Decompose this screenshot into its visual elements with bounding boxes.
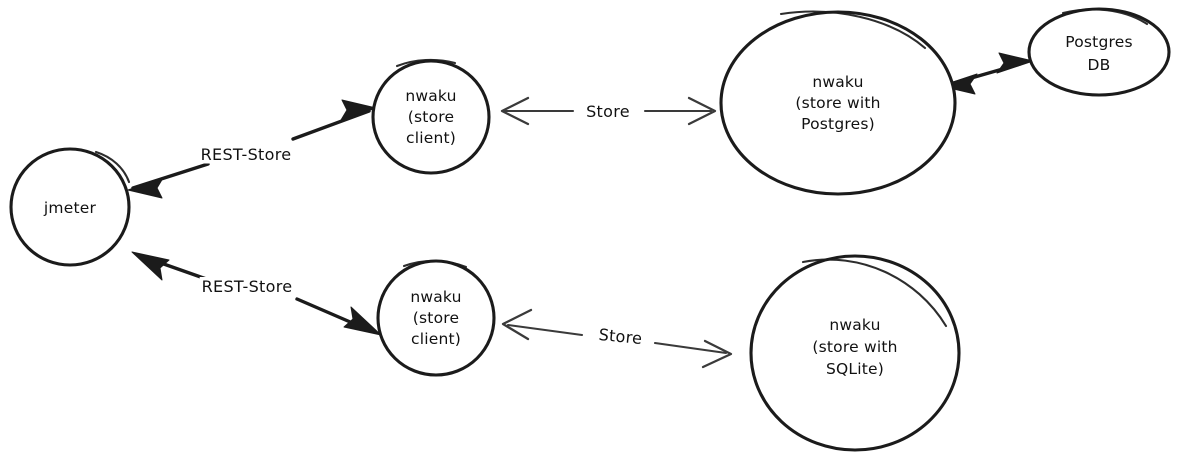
edge-rest-store-top-line-right	[291, 109, 371, 141]
node-nwaku-store-client-top[interactable]: nwaku (store client)	[371, 58, 491, 175]
arrowhead-right-solid-icon	[340, 99, 377, 121]
node-nwaku-store-sqlite-label-line-1: nwaku	[829, 316, 880, 334]
node-nwaku-store-client-bottom-sketch-stroke	[402, 259, 468, 269]
node-nwaku-store-client-bottom-label-line-1: nwaku	[410, 288, 461, 306]
arrowhead-right-open-icon	[701, 339, 733, 369]
edge-store-bottom-line-right	[653, 341, 728, 355]
edge-label-rest-store-top-halo: REST-Store	[201, 145, 292, 164]
node-nwaku-store-client-top-label-line-1: nwaku	[405, 87, 456, 105]
edge-label-rest-store-top: REST-Store	[201, 145, 292, 164]
edge-label-store-top-halo: Store	[586, 102, 630, 121]
edge-rest-store-top[interactable]: REST-Store REST-Store	[127, 99, 377, 199]
node-jmeter-label-line-1: jmeter	[43, 199, 97, 217]
arrowhead-left-open-icon	[500, 96, 530, 126]
node-nwaku-store-client-top-sketch-stroke	[395, 58, 457, 68]
node-postgres-db-label-line-2: DB	[1088, 56, 1111, 74]
arrowhead-right-solid-icon	[343, 306, 382, 336]
arrowhead-right-open-icon	[687, 96, 717, 126]
edge-label-rest-store-bottom-halo: REST-Store	[202, 277, 293, 296]
edge-store-bottom-line-left	[506, 323, 584, 337]
node-postgres-db-shape	[1027, 7, 1171, 97]
edge-store-bottom[interactable]: Store Store	[501, 308, 733, 369]
node-jmeter-shape	[9, 147, 131, 267]
node-nwaku-store-postgres-label-line-2: (store with	[795, 94, 880, 112]
node-postgres-db-sketch-stroke	[1061, 8, 1149, 26]
node-nwaku-store-client-bottom-label-line-3: client)	[411, 330, 461, 348]
edge-store-top[interactable]: Store Store	[500, 96, 717, 126]
node-nwaku-store-client-bottom-label-line-2: (store	[413, 309, 459, 327]
node-nwaku-store-sqlite-shape	[749, 254, 961, 452]
arrowhead-to-nwaku-solid-icon	[940, 73, 978, 95]
node-nwaku-store-client-bottom[interactable]: nwaku (store client)	[376, 259, 496, 377]
node-postgres-db-label-line-1: Postgres	[1065, 33, 1133, 51]
node-nwaku-store-postgres-label-line-1: nwaku	[812, 73, 863, 91]
node-nwaku-store-postgres-label-line-3: Postgres)	[801, 115, 875, 133]
edge-postgres-db[interactable]	[940, 52, 1034, 95]
node-nwaku-store-postgres[interactable]: nwaku (store with Postgres)	[719, 10, 957, 196]
arrowhead-left-open-icon	[501, 308, 533, 341]
arrowhead-left-solid-icon	[131, 251, 170, 281]
node-jmeter-sketch-stroke	[94, 150, 131, 184]
node-nwaku-store-postgres-sketch-stroke	[779, 10, 927, 50]
node-nwaku-store-client-top-shape	[371, 59, 491, 175]
node-nwaku-store-sqlite-label-line-2: (store with	[812, 338, 897, 356]
node-nwaku-store-client-top-label-line-3: client)	[406, 129, 456, 147]
arrowhead-left-solid-icon	[127, 177, 164, 199]
edge-rest-store-bottom[interactable]: REST-Store REST-Store	[131, 251, 382, 336]
arrowhead-to-postgres-solid-icon	[996, 52, 1034, 74]
edge-label-store-bottom: Store	[598, 325, 643, 348]
node-nwaku-store-client-top-label-line-2: (store	[408, 108, 454, 126]
node-nwaku-store-sqlite-sketch-stroke	[801, 258, 948, 328]
node-nwaku-store-sqlite-label-line-3: SQLite)	[826, 360, 884, 378]
node-jmeter[interactable]: jmeter	[9, 147, 131, 267]
node-nwaku-store-sqlite[interactable]: nwaku (store with SQLite)	[749, 254, 961, 452]
node-postgres-db[interactable]: Postgres DB	[1027, 7, 1171, 97]
edge-label-rest-store-bottom: REST-Store	[202, 277, 293, 296]
edge-label-store-top: Store	[586, 102, 630, 121]
